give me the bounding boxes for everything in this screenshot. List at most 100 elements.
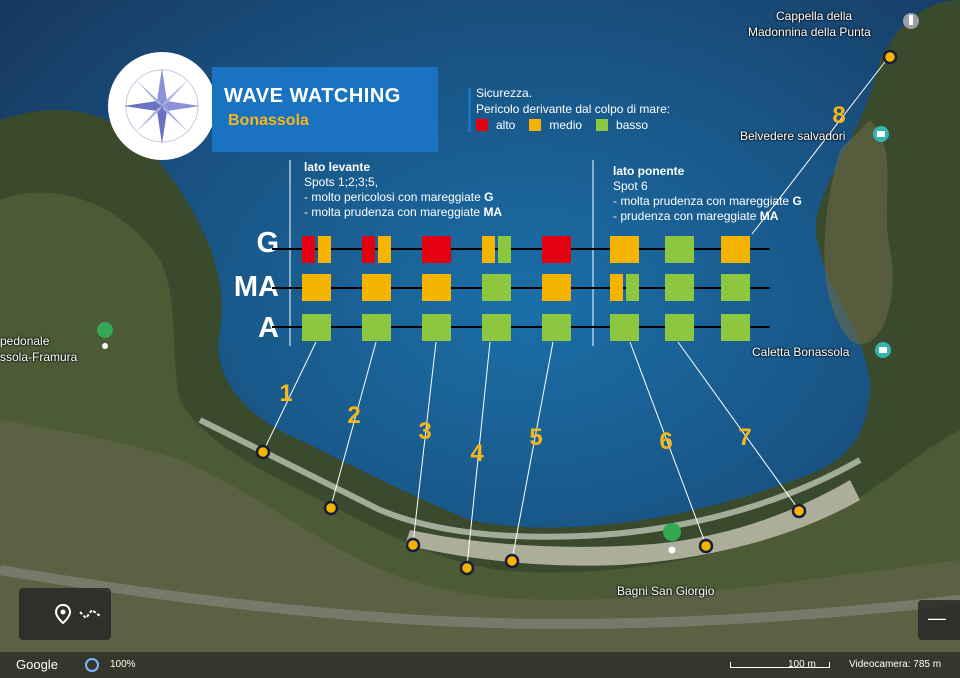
leader-line-2 (330, 341, 377, 507)
ponente-spots: Spot 6 (613, 179, 648, 193)
risk-cell-g-spot4-medio (482, 236, 495, 263)
compass-logo (108, 52, 216, 160)
row-label-ma: MA (233, 271, 279, 303)
spot-marker-8[interactable] (882, 49, 898, 65)
legend-label-alto: alto (496, 118, 516, 132)
zoom-out-button[interactable]: — (918, 600, 960, 640)
levante-info: lato levante Spots 1;2;3;5, - molto peri… (304, 160, 502, 220)
leader-line-6 (629, 341, 707, 546)
measure-icon[interactable] (78, 607, 102, 621)
leader-line-4 (466, 341, 491, 567)
leader-line-5 (511, 341, 554, 561)
leader-line-7 (677, 341, 800, 511)
place-cappella-line1[interactable]: Cappella della (776, 9, 853, 23)
risk-cell-g-spot2-alto (362, 236, 375, 263)
row-label-a: A (258, 312, 279, 344)
safety-legend: Sicurezza. Pericolo derivante dal colpo … (468, 86, 728, 134)
google-logo: Google (16, 657, 58, 672)
spot-marker-4[interactable] (459, 560, 475, 576)
spot-number-2: 2 (347, 402, 361, 429)
spot-marker-3[interactable] (405, 537, 421, 553)
place-pedonale[interactable]: pedonale (0, 334, 50, 348)
zoom-level: 100% (110, 659, 136, 670)
legend-label-basso: basso (616, 118, 649, 132)
camera-altitude: Videocamera: 785 m (849, 659, 942, 670)
location-icon[interactable] (53, 603, 73, 625)
globe-icon[interactable] (85, 658, 99, 672)
risk-cell-g-spot2-medio (378, 236, 391, 263)
scale-label: 100 m (788, 659, 816, 670)
risk-cell-g-spot3-alto (422, 236, 451, 263)
levante-line-1: - molto pericolosi con mareggiate G (304, 190, 494, 204)
levante-line-2: - molta prudenza con mareggiate MA (304, 205, 503, 219)
risk-cell-ma-spot3-medio (422, 274, 451, 301)
legend-swatch-alto (476, 119, 488, 131)
spot-marker-6[interactable] (698, 538, 714, 554)
row-label-g: G (256, 227, 279, 259)
place-framura[interactable]: ssola-Framura (0, 350, 78, 364)
spot-number-3: 3 (418, 418, 432, 445)
risk-cell-ma-spot6-basso (626, 274, 639, 301)
risk-cell-g-spot8-medio (721, 236, 750, 263)
spot-number-6: 6 (659, 428, 673, 455)
risk-cell-a-spot8-basso (721, 314, 750, 341)
map-footer: Google 100% 100 m Videocamera: 785 m (0, 652, 960, 678)
risk-cell-a-spot5-basso (542, 314, 571, 341)
legend-swatch-medio (529, 119, 542, 131)
page-title: WAVE WATCHING (224, 85, 401, 107)
place-cappella-line2[interactable]: Madonnina della Punta (748, 25, 871, 39)
levante-spots: Spots 1;2;3;5, (304, 175, 379, 189)
risk-cell-g-spot1-medio (318, 236, 331, 263)
risk-cell-a-spot3-basso (422, 314, 451, 341)
risk-cell-g-spot6-medio (610, 236, 639, 263)
page-subtitle: Bonassola (228, 112, 309, 129)
spot-marker-2[interactable] (323, 500, 339, 516)
risk-cell-g-spot1-alto (302, 236, 315, 263)
risk-cell-ma-spot8-basso (721, 274, 750, 301)
ponente-line-2: - prudenza con mareggiate MA (613, 209, 779, 223)
risk-cell-a-spot7-basso (665, 314, 694, 341)
legend-swatch-basso (596, 119, 609, 131)
risk-cell-ma-spot2-medio (362, 274, 391, 301)
risk-cell-a-spot6-basso (610, 314, 639, 341)
leader-line-1 (262, 341, 317, 453)
title-box: WAVE WATCHING Bonassola (212, 67, 438, 152)
risk-cell-g-spot5-alto (542, 236, 571, 263)
legend-label-medio: medio (549, 118, 583, 132)
risk-cell-a-spot1-basso (302, 314, 331, 341)
spot-marker-1[interactable] (255, 444, 271, 460)
ponente-line-1: - molta prudenza con mareggiate G (613, 194, 802, 208)
place-belvedere[interactable]: Belvedere salvadori (740, 129, 846, 143)
spot-number-5: 5 (529, 424, 543, 451)
risk-cell-ma-spot6-medio (610, 274, 623, 301)
ponente-heading: lato ponente (613, 164, 685, 178)
legend-items: alto medio basso (476, 118, 662, 132)
risk-cell-ma-spot7-basso (665, 274, 694, 301)
risk-cell-ma-spot5-medio (542, 274, 571, 301)
spot-number-8: 8 (832, 102, 846, 129)
legend-accent-bar (468, 88, 471, 132)
risk-cell-g-spot4-basso (498, 236, 511, 263)
risk-cell-ma-spot4-basso (482, 274, 511, 301)
spot-marker-5[interactable] (504, 553, 520, 569)
legend-title: Sicurezza. (476, 86, 533, 100)
risk-cell-a-spot2-basso (362, 314, 391, 341)
map-controls (19, 588, 111, 640)
spot-number-1: 1 (279, 380, 293, 407)
leader-line-3 (412, 341, 437, 544)
spot-marker-7[interactable] (791, 503, 807, 519)
risk-cell-ma-spot1-medio (302, 274, 331, 301)
compass-rose-icon (124, 68, 200, 144)
risk-cell-g-spot7-basso (665, 236, 694, 263)
ponente-info: lato ponente Spot 6 - molta prudenza con… (613, 164, 802, 224)
spot-number-4: 4 (470, 440, 484, 467)
risk-cell-a-spot4-basso (482, 314, 511, 341)
scale-bar (730, 662, 830, 668)
leader-line-8 (751, 57, 889, 235)
spot-number-7: 7 (738, 424, 752, 451)
place-caletta[interactable]: Caletta Bonassola (752, 345, 850, 359)
levante-heading: lato levante (304, 160, 371, 174)
place-bagni[interactable]: Bagni San Giorgio (617, 584, 715, 598)
